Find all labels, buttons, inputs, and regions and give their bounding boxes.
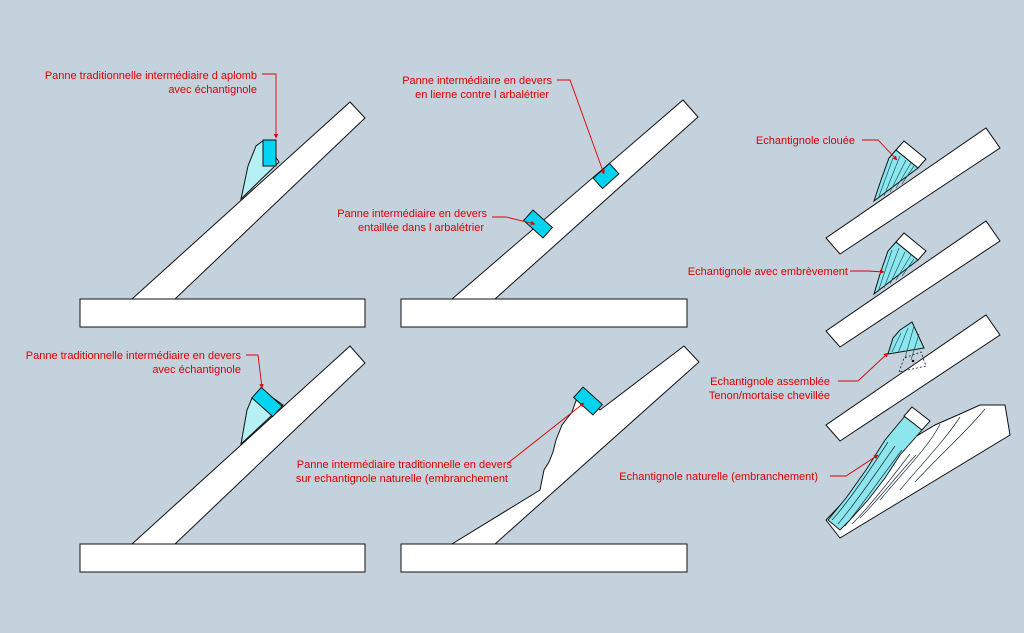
rafter-beam bbox=[450, 99, 699, 300]
label-d-line1: Panne traditionnelle intermédiaire en de… bbox=[26, 350, 242, 362]
diagram-natural-cleat-purlin: Panne intermédiaire traditionnelle en de… bbox=[296, 345, 700, 573]
wood-grain bbox=[877, 155, 915, 200]
leader-arrow bbox=[246, 354, 264, 389]
leader-arrow bbox=[262, 73, 279, 139]
tie-beam bbox=[400, 543, 688, 573]
rafter-beam bbox=[825, 314, 1001, 442]
leader-arrow bbox=[838, 352, 889, 382]
peg bbox=[911, 359, 915, 363]
label-h-line1: Echantignole assemblée bbox=[710, 376, 830, 388]
leader-arrow bbox=[862, 139, 898, 161]
leader-arrow bbox=[830, 454, 879, 477]
purlin-block bbox=[251, 386, 283, 418]
label-g-line1: Echantignole avec embrèvement bbox=[688, 266, 848, 278]
label-a-line1: Panne traditionnelle intermédiaire d apl… bbox=[45, 70, 257, 82]
label-h-line2: Tenon/mortaise chevillée bbox=[709, 390, 830, 402]
leader-arrow bbox=[492, 216, 536, 226]
rafter-beam bbox=[825, 127, 1001, 255]
tie-beam bbox=[400, 298, 688, 328]
tenon-dashed bbox=[898, 351, 927, 373]
cleat-wedge bbox=[873, 149, 919, 203]
diagram-canted-purlin-with-cleat: Panne traditionnelle intermédiaire en de… bbox=[26, 345, 366, 573]
label-e-line1: Panne intermédiaire traditionnelle en de… bbox=[297, 459, 513, 471]
tie-beam bbox=[79, 543, 366, 573]
label-e-line2: sur echantignole naturelle (embranchemen… bbox=[296, 473, 508, 485]
label-b-line2: en lierne contre l arbalétrier bbox=[415, 89, 549, 101]
diagram-plumb-purlin-with-cleat: Panne traditionnelle intermédiaire d apl… bbox=[45, 70, 366, 328]
label-i-line1: Echantignole naturelle (embranchement) bbox=[619, 471, 818, 483]
leader-arrow bbox=[507, 402, 585, 464]
leader-arrow bbox=[850, 269, 885, 274]
purlin-block bbox=[262, 139, 277, 167]
label-c-line1: Panne intermédiaire en devers bbox=[337, 208, 487, 220]
label-c-line2: entaillée dans l arbalétrier bbox=[358, 222, 484, 234]
detail-natural-cleat: Echantignole naturelle (embranchement) bbox=[619, 404, 1011, 539]
wood-grain bbox=[831, 408, 986, 527]
leader-arrow bbox=[557, 79, 605, 175]
diagram-canted-purlins: Panne intermédiaire en devers en lierne … bbox=[337, 75, 699, 328]
wood-grain bbox=[891, 325, 920, 361]
label-b-line1: Panne intermédiaire en devers bbox=[402, 75, 552, 87]
detail-tenon-mortise-cleat: Echantignole assemblée Tenon/mortaise ch… bbox=[709, 314, 1001, 442]
label-f-line1: Echantignole clouée bbox=[756, 135, 855, 147]
rafter-beam bbox=[130, 101, 366, 300]
purlin-block bbox=[895, 232, 927, 261]
detail-nailed-cleat: Echantignole clouée bbox=[756, 127, 1001, 255]
detail-notched-cleat: Echantignole avec embrèvement bbox=[688, 220, 1001, 348]
purlin-block bbox=[895, 140, 927, 169]
wood-grain bbox=[877, 247, 915, 293]
purlin-block bbox=[903, 406, 931, 431]
cleat-wedge bbox=[873, 241, 919, 296]
tie-beam bbox=[79, 298, 366, 328]
label-a-line2: avec échantignole bbox=[168, 84, 257, 96]
purlin-block-notched bbox=[522, 209, 554, 239]
rafter-beam bbox=[825, 220, 1001, 348]
label-d-line2: avec échantignole bbox=[152, 364, 241, 376]
rafter-beam-with-branch bbox=[450, 345, 700, 545]
